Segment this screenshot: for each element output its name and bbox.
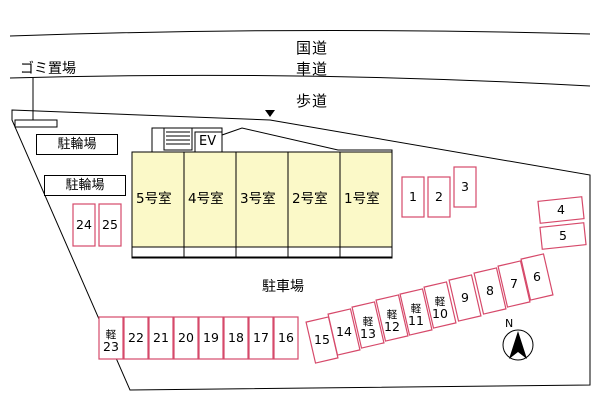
parking-slot-19	[198, 316, 224, 360]
sidewalk-label: 歩道	[296, 92, 329, 110]
bike-parking-label-1: 駐輪場	[36, 134, 118, 155]
parking-slot-2-label: 2	[435, 189, 443, 204]
parking-slot-16-label: 16	[278, 330, 294, 345]
road-edge-top	[9, 29, 591, 37]
parking-slot-14-label: 14	[336, 324, 352, 339]
national-road-label: 国道	[296, 39, 329, 57]
parking-slot-17	[248, 316, 274, 360]
parking-slot-3	[453, 166, 477, 208]
garbage-area	[14, 119, 58, 128]
kei-marker: 軽	[434, 296, 446, 308]
building-balcony	[131, 246, 393, 258]
parking-slot-5	[539, 222, 587, 250]
parking-slot-9	[448, 274, 482, 322]
slot-number: 13	[360, 325, 376, 341]
parking-slot-5-label: 5	[559, 228, 567, 243]
parking-slot-24-label: 24	[76, 217, 92, 232]
stairs-icon	[163, 127, 193, 151]
parking-slot-11	[399, 288, 433, 336]
parking-slot-23	[98, 316, 124, 360]
parking-slot-6-label: 6	[533, 269, 541, 284]
parking-slot-9-label: 9	[461, 290, 469, 305]
slot-number: 10	[432, 305, 448, 321]
parking-slot-2	[427, 176, 451, 218]
parking-slot-8-label: 8	[486, 283, 494, 298]
parking-slot-13	[351, 301, 385, 349]
parking-slot-20-label: 20	[178, 330, 194, 345]
elevator-label: EV	[199, 134, 217, 149]
road-edge-middle	[9, 74, 591, 87]
parking-slot-8	[473, 267, 507, 315]
room-5-label: 5号室	[136, 191, 172, 207]
north-label: N	[505, 317, 514, 330]
slot-number: 23	[103, 338, 119, 354]
parking-slot-21	[148, 316, 174, 360]
parking-slot-22-label: 22	[128, 330, 144, 345]
elevator-box	[194, 131, 223, 153]
parking-slot-25-label: 25	[102, 217, 118, 232]
parking-slot-21-label: 21	[153, 330, 169, 345]
parking-slot-18-label: 18	[228, 330, 244, 345]
parking-slot-18	[223, 316, 249, 360]
room-2-label: 2号室	[292, 191, 328, 207]
parking-slot-14	[327, 308, 361, 356]
room-3-label: 3号室	[240, 191, 276, 207]
parking-lot-label: 駐車場	[262, 279, 304, 295]
parking-slot-19-label: 19	[203, 330, 219, 345]
parking-slot-7	[497, 260, 531, 308]
kei-marker: 軽	[386, 309, 398, 321]
north-compass-icon	[502, 329, 534, 361]
parking-slot-22	[123, 316, 149, 360]
parking-slot-6	[520, 253, 554, 301]
parking-slot-3-label: 3	[461, 179, 469, 194]
slot-number: 12	[384, 318, 400, 334]
parking-slot-15-label: 15	[314, 332, 330, 347]
room-dividers	[183, 152, 341, 257]
kei-marker: 軽	[105, 329, 117, 341]
parking-slot-4-label: 4	[557, 202, 565, 217]
parking-slot-10	[423, 281, 457, 329]
garbage-label: ゴミ置場	[20, 61, 76, 77]
parking-slot-16	[273, 316, 299, 360]
room-1-label: 1号室	[344, 191, 380, 207]
parking-slot-24	[72, 203, 96, 247]
room-4-label: 4号室	[188, 191, 224, 207]
site-boundary	[11, 109, 591, 391]
parking-slot-1-label: 1	[409, 189, 417, 204]
parking-slot-25	[98, 203, 122, 247]
slot-number: 11	[408, 312, 424, 328]
parking-slot-20	[173, 316, 199, 360]
kei-marker: 軽	[362, 316, 374, 328]
parking-slot-17-label: 17	[253, 330, 269, 345]
parking-slot-7-label: 7	[510, 276, 518, 291]
kei-marker: 軽	[410, 303, 422, 315]
parking-slot-4	[537, 196, 585, 224]
bike-parking-label-2: 駐輪場	[44, 175, 126, 196]
parking-slot-12	[375, 294, 409, 342]
carriageway-label: 車道	[296, 60, 329, 78]
parking-slot-1	[401, 176, 425, 218]
entrance-arrow-icon	[265, 110, 275, 117]
